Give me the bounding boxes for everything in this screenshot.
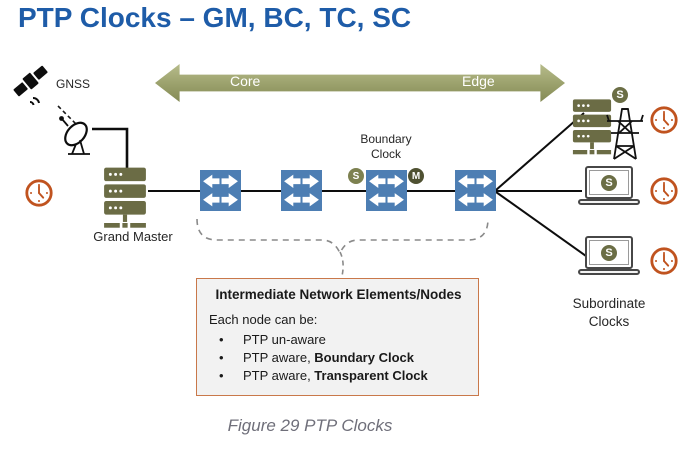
bullet-text: PTP un-aware (243, 332, 326, 347)
bullet-text-bold: Transparent Clock (314, 367, 428, 383)
subordinate-clocks-label: Subordinate Clocks (572, 296, 646, 329)
bullet-text: PTP aware, (243, 349, 315, 365)
clock-icon (649, 176, 679, 206)
network-switch-icon (200, 170, 241, 211)
brace (196, 218, 489, 255)
grand-master-server-icon (102, 167, 148, 233)
master-port-badge: M (408, 168, 424, 184)
clock-icon (649, 105, 679, 135)
laptop-screen: S (585, 236, 633, 269)
bullet-item: PTP aware, Boundary Clock (209, 349, 468, 367)
link-sw4-server (495, 112, 585, 191)
subordinate-badge: S (600, 173, 618, 192)
infobox-bullet-list: PTP un-aware PTP aware, Boundary Clock P… (209, 331, 468, 385)
core-label: Core (230, 73, 261, 89)
gnss-signal-line (57, 105, 77, 125)
laptop-base (578, 199, 640, 205)
intermediate-nodes-box: Intermediate Network Elements/Nodes Each… (196, 278, 479, 396)
bullet-item: PTP un-aware (209, 331, 468, 349)
subordinate-badge: S (611, 86, 629, 104)
page-title: PTP Clocks – GM, BC, TC, SC (18, 2, 412, 33)
power-tower-icon (606, 108, 644, 160)
network-switch-icon (281, 170, 322, 211)
link-sw4-laptop2 (495, 191, 587, 257)
satellite-dish-icon (59, 116, 90, 155)
edge-label: Edge (462, 73, 495, 89)
laptop-icon: S (578, 166, 640, 208)
infobox-title: Intermediate Network Elements/Nodes (215, 287, 462, 302)
laptop-screen-inner: S (589, 170, 629, 195)
boundary-clock-label: Boundary Clock (360, 132, 412, 161)
network-switch-icon (455, 170, 496, 211)
clock-icon (24, 178, 54, 208)
bullet-text-bold: Boundary Clock (314, 349, 414, 365)
clock-icon (649, 246, 679, 276)
subordinate-badge: S (600, 243, 618, 262)
gnss-satellite-icon (13, 65, 48, 106)
brace-tail (339, 251, 344, 277)
laptop-screen-inner: S (589, 240, 629, 265)
laptop-base (578, 269, 640, 275)
figure-caption: Figure 29 PTP Clocks (227, 416, 393, 435)
slave-port-badge: S (348, 168, 364, 184)
laptop-screen: S (585, 166, 633, 199)
bullet-item: PTP aware, Transparent Clock (209, 367, 468, 385)
infobox-intro: Each node can be: (209, 312, 318, 327)
gnss-label: GNSS (56, 77, 91, 91)
laptop-icon: S (578, 236, 640, 278)
grand-master-label: Grand Master (93, 229, 173, 244)
antenna-feed-line (92, 127, 129, 170)
bullet-text: PTP aware, (243, 367, 315, 383)
boundary-clock-switch-icon (366, 170, 407, 211)
